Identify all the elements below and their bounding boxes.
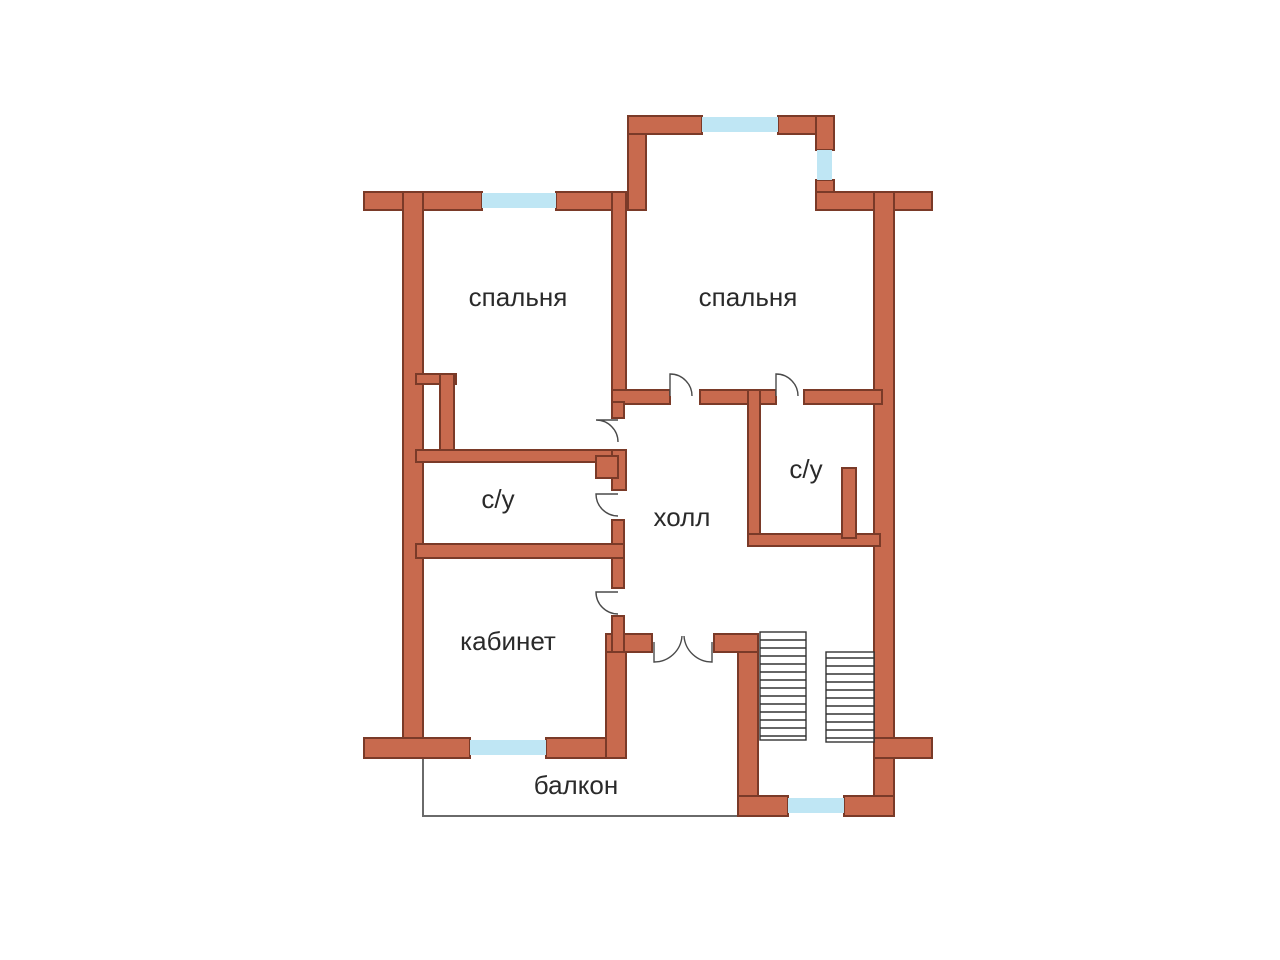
wall-wc-right-partition [841,467,857,539]
wall-bay-top-left [627,115,703,135]
exterior-walls [363,115,933,817]
wall-bottom-right-cap [873,737,933,759]
interior-walls [415,191,883,653]
staircase [759,631,875,743]
wall-bottom-left [363,737,471,759]
wall-bedroom-right-bottom-b [699,389,777,405]
wall-wc-left-duct [595,455,619,479]
wall-bedroom-right-bottom-c [803,389,883,405]
room-labels: спальня спальня с/у с/у холл кабинет бал… [460,282,822,800]
wall-stair-top [713,633,759,653]
wall-hall-left-a [611,401,625,419]
label-wc-right: с/у [789,454,822,484]
wall-between-bedrooms [611,191,627,403]
wall-closet-side [439,373,455,459]
wall-wc-right-left [747,389,761,547]
wall-wc-right-bottom [747,533,881,547]
window-bedroom-left [482,193,556,208]
wall-bedroom-right-bottom-a [611,389,671,405]
door-balcony-left [653,635,683,663]
wall-hall-left-d [611,615,625,653]
doors [595,373,799,663]
label-wc-left: с/у [481,484,514,514]
door-study [595,591,619,615]
label-hall: холл [654,502,711,532]
window-study [470,740,546,755]
wall-left [402,191,424,759]
windows [470,117,844,813]
wall-wc-left-bottom [415,543,625,559]
label-bedroom-left: спальня [469,282,568,312]
stair-flight-right [825,651,875,743]
window-bay-side [817,150,832,180]
wall-stair-left [737,633,759,817]
door-bedroom-left [595,419,619,443]
stair-flight-left [759,631,807,741]
door-wc-left [595,493,619,517]
window-bay-top [702,117,778,132]
window-stair [788,798,844,813]
wall-wc-left-top [415,449,625,463]
label-balcony: балкон [534,770,618,800]
wall-bottom-stair-right [843,795,895,817]
label-bedroom-right: спальня [699,282,798,312]
door-balcony-right [683,635,713,663]
door-wc-right [775,373,799,397]
wall-right [873,191,895,817]
wall-bottom-stair-left [737,795,789,817]
wall-closet-top [415,373,457,385]
door-bedroom-right [669,373,693,397]
wall-bay-right-upper [815,115,835,151]
label-study: кабинет [460,626,556,656]
